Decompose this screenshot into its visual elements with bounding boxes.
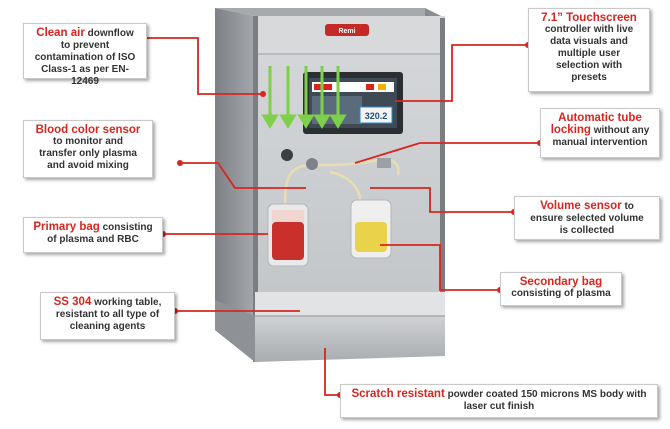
clean-air-highlight: Clean air [36, 27, 85, 39]
tube-port-icon [281, 149, 293, 161]
callout-blood-sensor: Blood color sensor to monitor and transf… [23, 120, 153, 178]
cabinet [215, 8, 445, 362]
cabinet-base [255, 316, 445, 362]
cabinet-left-side [215, 8, 255, 362]
brand-logo: Remi [325, 24, 369, 36]
logo-text: Remi [338, 28, 355, 35]
primary-bag [267, 203, 309, 267]
tube-lock-icon [377, 158, 391, 168]
airflow-arrows [261, 66, 347, 129]
callout-scratch-resistant: Scratch resistant powder coated 150 micr… [340, 384, 658, 418]
callout-clean-air: Clean air downflow to prevent contaminat… [23, 23, 147, 87]
callout-secondary-bag: Secondary bag consisting of plasma [500, 272, 622, 306]
blood-sensor-highlight: Blood color sensor [35, 124, 141, 136]
ss304-highlight: SS 304 [53, 296, 92, 308]
secondary-bag-highlight: Secondary bag [519, 276, 603, 288]
blood-color-sensor-icon [306, 158, 318, 170]
scratch-highlight: Scratch resistant [351, 388, 445, 400]
callout-ss304: SS 304 working table, resistant to all t… [40, 292, 175, 340]
callout-primary-bag: Primary bag consisting of plasma and RBC [23, 217, 163, 253]
touchscreen-highlight: 7.1” Touchscreen [541, 12, 637, 24]
primary-bag-highlight: Primary bag [33, 221, 100, 233]
cabinet-top [215, 8, 445, 18]
callout-touchscreen: 7.1” Touchscreen controller with live da… [528, 8, 650, 92]
callout-volume-sensor: Volume sensor to ensure selected volume … [514, 196, 660, 240]
touchscreen: 320.2 [303, 72, 403, 134]
working-table [255, 292, 445, 316]
callout-connectors [147, 37, 540, 396]
tube-locking-highlight: Automatic tube [558, 112, 642, 124]
screen-value: 320.2 [365, 111, 388, 121]
callout-tube-locking: Automatic tube locking without any manua… [540, 108, 660, 158]
volume-sensor-highlight: Volume sensor [540, 200, 622, 212]
secondary-bag [350, 199, 392, 259]
